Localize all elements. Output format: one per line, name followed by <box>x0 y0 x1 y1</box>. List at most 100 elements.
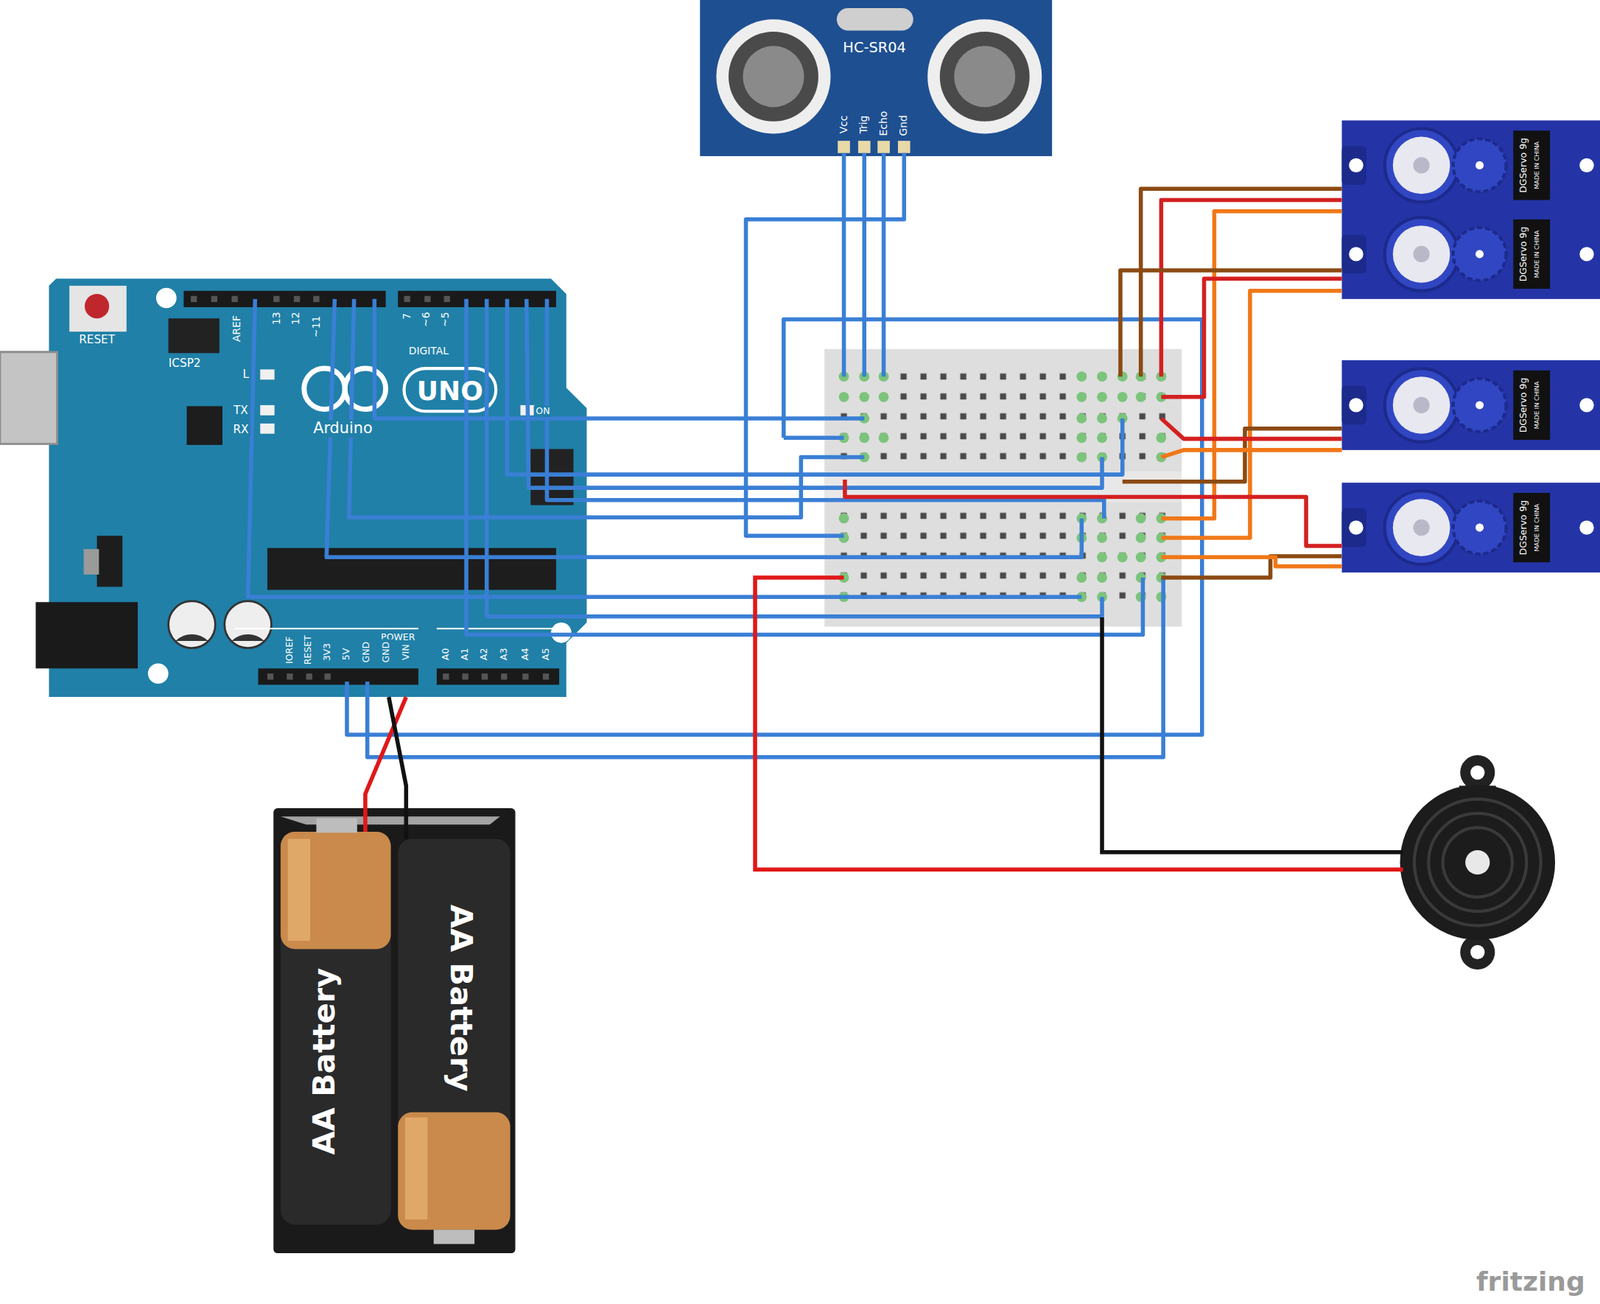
pin-label: Gnd <box>898 114 910 136</box>
buzzer <box>1400 755 1556 970</box>
capacitor <box>175 634 208 641</box>
part-label: AA Battery <box>445 904 477 1092</box>
sensor-board: HC-SR04Vcc Trig Echo Gnd <box>699 0 1052 157</box>
header <box>397 290 557 308</box>
crystal <box>836 8 914 31</box>
servo: DGServo 9g MADE IN CHINA <box>1342 120 1600 210</box>
battery-cell: AA Battery <box>280 831 392 1225</box>
pin-label: Arduino <box>310 419 375 438</box>
wire <box>248 153 1203 758</box>
pin-label: 13 <box>270 310 283 328</box>
pin-label: GND <box>360 639 373 665</box>
regulator <box>83 548 100 575</box>
pin-label: VIN <box>400 642 412 663</box>
transducer <box>742 45 804 107</box>
pin-label: DIGITAL <box>406 344 451 358</box>
part-label: RESET <box>76 332 117 347</box>
pin-label: L <box>240 367 252 381</box>
chip <box>186 405 222 445</box>
part-label: DGServo 9g <box>1518 137 1528 194</box>
pin-label: Echo <box>878 111 890 137</box>
capacitor <box>231 634 264 641</box>
servo <box>1342 482 1600 573</box>
reset-button <box>69 285 127 332</box>
arduino-board: RESET ICSP2 AREF 13 12 ~11 7 ~6~5DIGITAL L TX RX UN… <box>48 278 587 697</box>
part-label: DGServo 9g <box>1518 377 1528 434</box>
pin-label: MADE IN CHINA <box>1533 380 1540 429</box>
pin-label: RESET <box>302 633 314 667</box>
pin-label: UNO <box>416 377 484 405</box>
pin-label: MADE IN CHINA <box>1533 141 1540 190</box>
pin-label: ~6 <box>420 310 434 330</box>
pin-label: A4 <box>520 646 532 663</box>
capacitor <box>168 601 216 649</box>
header <box>257 668 418 685</box>
led <box>260 369 275 380</box>
servo <box>1342 209 1600 300</box>
pin-label: Trig <box>858 115 870 135</box>
led <box>260 423 275 434</box>
servo: DGServo 9g MADE IN CHINA <box>1342 360 1600 451</box>
transducer <box>939 31 1030 122</box>
pin-label: 5V <box>341 646 353 663</box>
capacitor <box>224 601 272 649</box>
transducer <box>716 19 831 134</box>
regulator <box>97 535 124 587</box>
usb-port <box>0 352 58 445</box>
part-label: AA Battery <box>309 967 341 1156</box>
pin-label: 3V3 <box>321 640 333 663</box>
pin-label: ~5 <box>439 310 453 330</box>
transducer <box>728 31 819 122</box>
battery-cell: AA Battery <box>397 839 510 1231</box>
pin-label: MADE IN CHINA <box>1533 503 1540 552</box>
pin-label: 7 <box>400 310 414 322</box>
servo <box>1342 120 1600 210</box>
icsp-header <box>168 318 220 353</box>
part-label: DGServo 9g <box>1518 226 1528 283</box>
pin-label: RX <box>231 422 252 437</box>
pin-label: A5 <box>539 646 552 663</box>
wire <box>755 577 1404 870</box>
servo: DGServo 9g MADE IN CHINA <box>1342 209 1600 300</box>
transducer <box>927 19 1042 134</box>
servo: DGServo 9g MADE IN CHINA <box>1342 482 1600 573</box>
logo <box>404 368 497 412</box>
header <box>530 448 574 505</box>
pin-label: ~11 <box>310 313 323 340</box>
pin-label: A0 <box>440 646 452 663</box>
mount-hole <box>148 662 169 684</box>
header <box>436 668 560 685</box>
pin-label: Vcc <box>839 115 850 135</box>
pin-label: ON <box>534 405 553 417</box>
wire <box>1102 617 1404 853</box>
usb-port <box>0 352 58 445</box>
microcontroller <box>267 548 557 591</box>
watermark: fritzing <box>1476 1266 1586 1298</box>
transducer <box>953 45 1016 107</box>
pin-label: ICSP2 <box>166 356 203 370</box>
battery-wire <box>388 696 407 840</box>
reset-button <box>84 293 110 319</box>
pin-label: A1 <box>459 646 471 663</box>
battery-holder <box>273 808 515 1254</box>
pin-label: A3 <box>498 646 510 663</box>
pin-label: TX <box>231 403 250 417</box>
power-jack <box>35 601 138 669</box>
part-label: HC-SR04 <box>842 39 907 54</box>
mount-hole <box>156 288 177 309</box>
pin-label: MADE IN CHINA <box>1533 229 1540 278</box>
pin-label: A2 <box>478 646 490 663</box>
servo-wire <box>844 188 1343 578</box>
part-label: DGServo 9g <box>1518 500 1528 556</box>
pin-label: 12 <box>289 310 303 328</box>
pin-label: AREF <box>230 313 244 344</box>
servo <box>1342 360 1600 451</box>
led <box>260 405 275 416</box>
pin-label: IOREF <box>284 634 296 666</box>
sensor-board <box>699 0 1052 157</box>
pin-label: GND <box>380 639 392 665</box>
logo <box>304 368 345 409</box>
